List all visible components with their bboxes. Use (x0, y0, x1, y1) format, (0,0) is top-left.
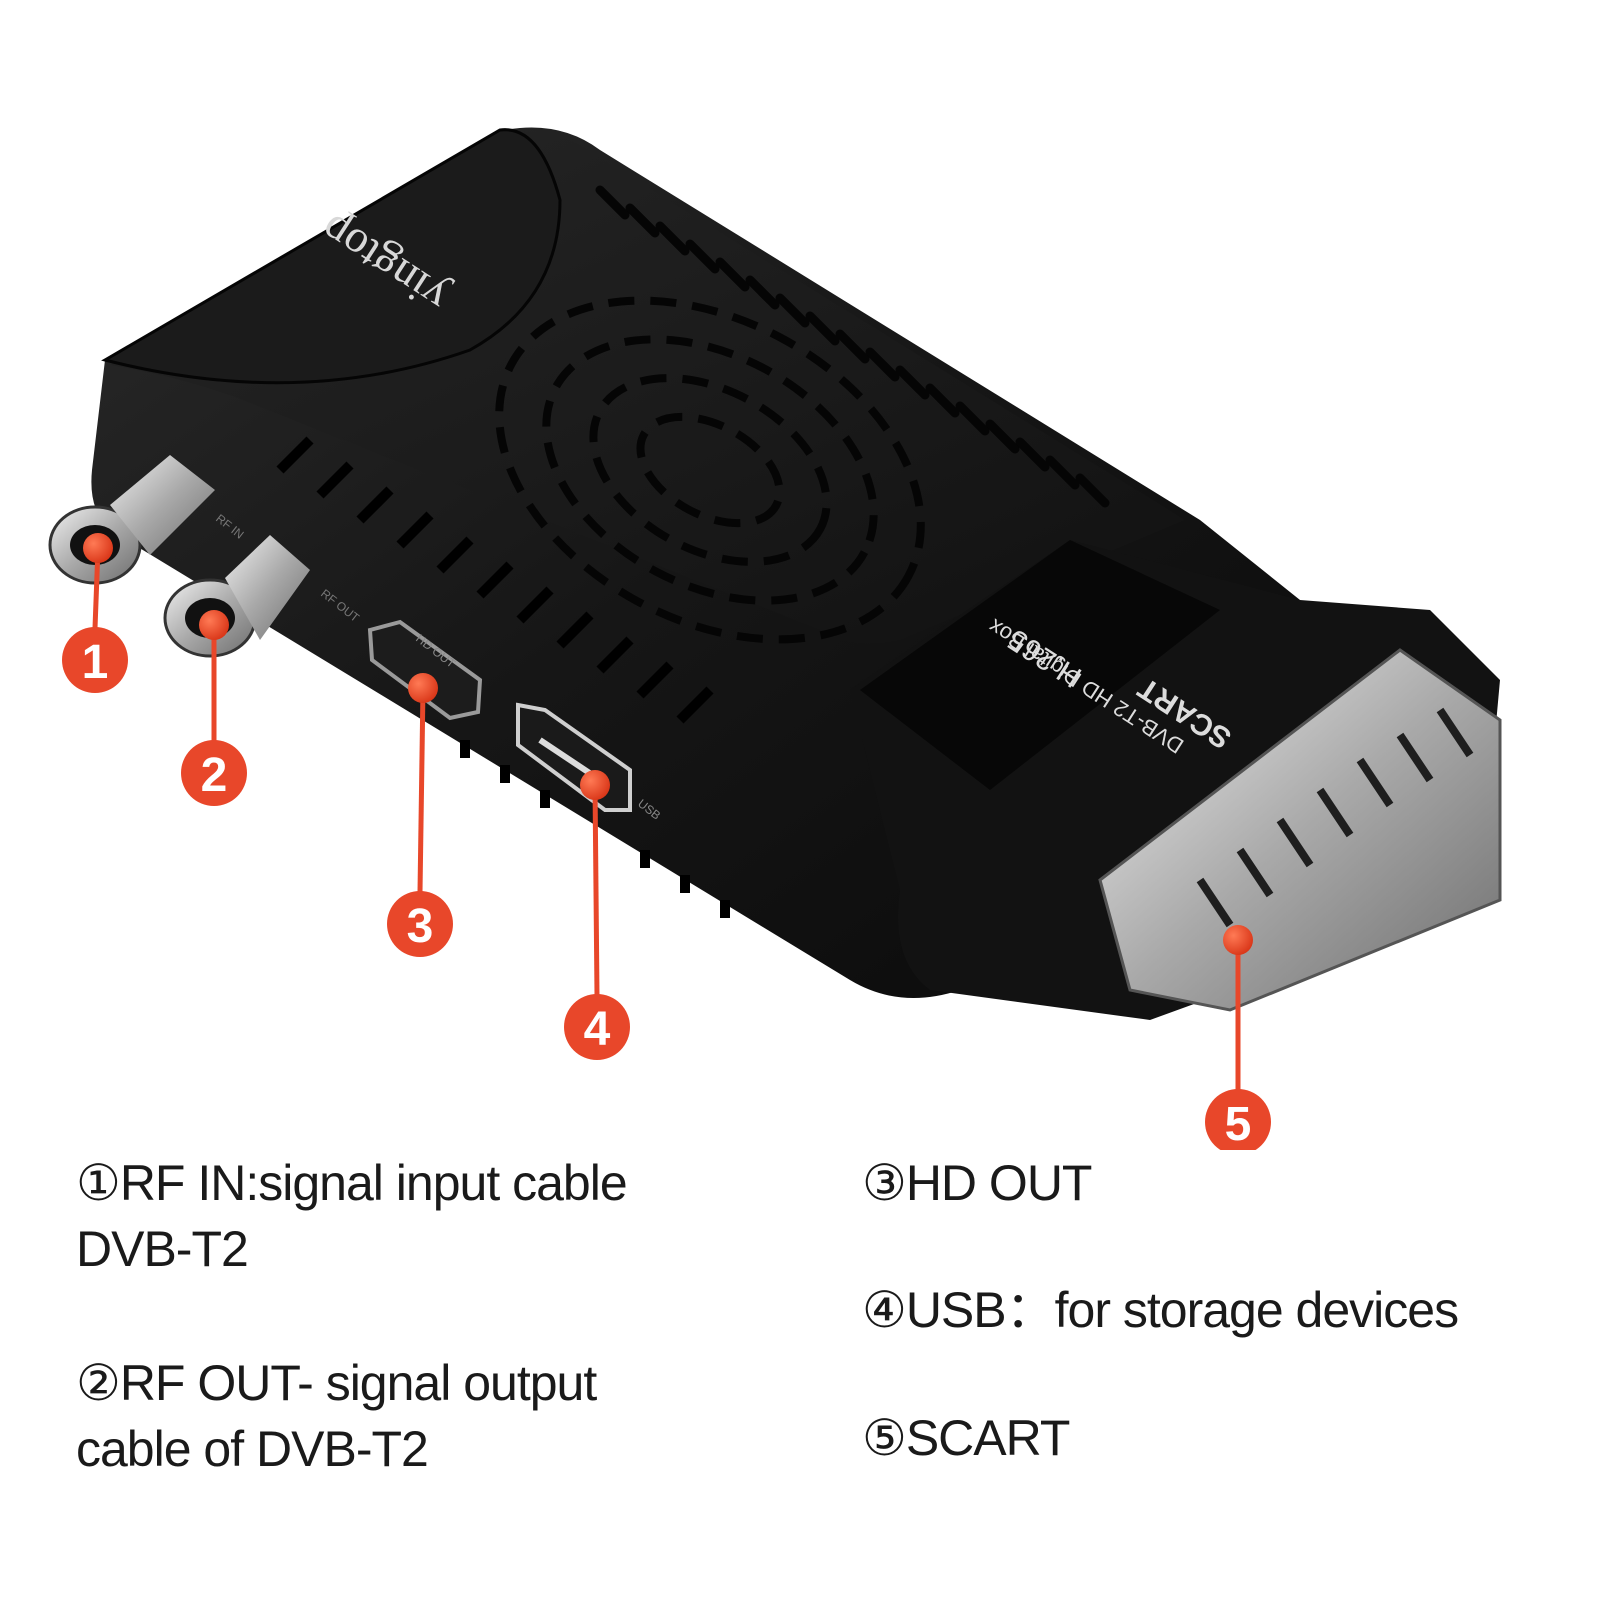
caption-rf-out-line2: cable of DVB-T2 (76, 1421, 429, 1477)
caption-scart-line1: ⑤SCART (862, 1410, 1070, 1466)
callout-badge-3: 3 (387, 891, 453, 957)
bottom-vent-slots (460, 740, 730, 918)
callout-badge-2: 2 (181, 740, 247, 806)
circular-vent (495, 296, 925, 644)
caption-rf-out: ②RF OUT- signal output cable of DVB-T2 (76, 1350, 597, 1482)
caption-rf-in-line1: ①RF IN:signal input cable (76, 1155, 628, 1211)
caption-scart: ⑤SCART (862, 1405, 1070, 1471)
caption-usb: ④USB：for storage devices (862, 1277, 1459, 1343)
svg-text:4: 4 (584, 1003, 611, 1056)
callout-dots (83, 533, 1253, 955)
device-illustration: yingtop SCART DVB-T2 HD Digital Box H.26… (48, 127, 1502, 1150)
caption-hd-out: ③HD OUT (862, 1150, 1092, 1216)
svg-text:5: 5 (1225, 1098, 1252, 1150)
callout-lines (92, 547, 1241, 1092)
caption-rf-out-line1: ②RF OUT- signal output (76, 1355, 597, 1411)
callout-badge-5: 5 (1205, 1089, 1271, 1150)
caption-usb-line1: ④USB：for storage devices (862, 1282, 1459, 1338)
svg-text:1: 1 (82, 636, 109, 689)
scart-module (850, 540, 1502, 1020)
side-fins (276, 436, 714, 724)
hd-out-port (367, 619, 483, 721)
top-vent-ridges (595, 185, 1110, 508)
svg-text:2: 2 (201, 749, 228, 802)
svg-text:3: 3 (407, 900, 434, 953)
rf-out-port (163, 535, 310, 658)
caption-hd-out-line1: ③HD OUT (862, 1155, 1092, 1211)
callout-badge-4: 4 (564, 994, 630, 1060)
caption-rf-in-line2: DVB-T2 (76, 1221, 249, 1277)
caption-rf-in: ①RF IN:signal input cable DVB-T2 (76, 1150, 628, 1282)
callout-badge-1: 1 (62, 627, 128, 693)
scart-pins (1196, 707, 1474, 928)
brand-lid (101, 128, 562, 385)
